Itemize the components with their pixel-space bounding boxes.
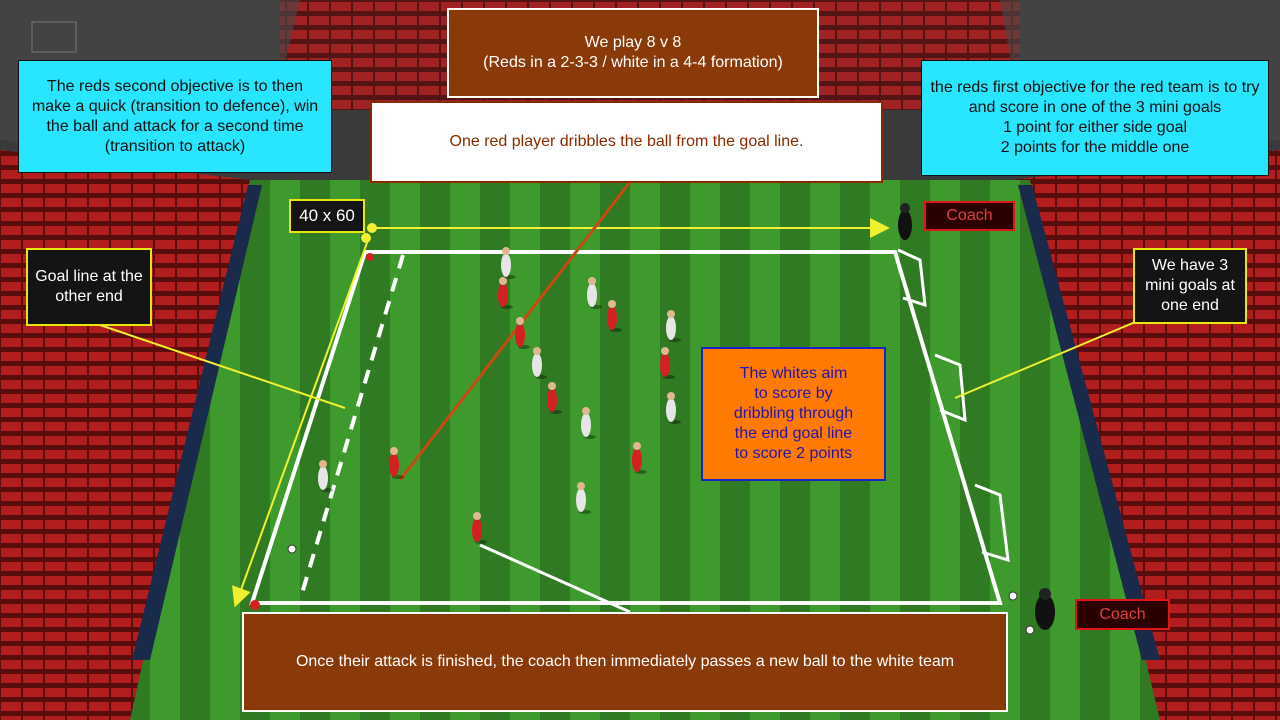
callout-pointers	[99, 181, 1141, 614]
white-player	[666, 310, 681, 342]
dimension-arrows	[232, 218, 890, 608]
red-player	[632, 442, 647, 474]
formation-callout: We play 8 v 8 (Reds in a 2-3-3 / white i…	[447, 8, 819, 98]
first-objective-callout: the reds first objective for the red tea…	[921, 60, 1269, 176]
white-player	[576, 482, 591, 514]
red-player	[472, 512, 487, 544]
whites-aim-callout: The whites aim to score by dribbling thr…	[701, 347, 886, 481]
white-player	[581, 407, 596, 439]
white-player	[587, 277, 602, 309]
mini-goals	[897, 248, 1010, 563]
red-dribble-callout: One red player dribbles the ball from th…	[370, 101, 883, 183]
red-player	[660, 347, 675, 379]
coach-top-label: Coach	[924, 201, 1015, 231]
mini-goals-callout: We have 3 mini goals at one end	[1133, 248, 1247, 324]
players-layer	[318, 247, 681, 544]
white-player	[318, 460, 333, 492]
goal-line-callout: Goal line at the other end	[26, 248, 152, 326]
balls	[250, 253, 1035, 635]
coach-bottom-label: Coach	[1075, 599, 1170, 630]
second-objective-callout: The reds second objective is to then mak…	[18, 60, 332, 173]
coach-figures	[898, 203, 1055, 630]
white-player	[501, 247, 516, 279]
formation-line-2: (Reds in a 2-3-3 / white in a 4-4 format…	[483, 54, 783, 71]
pitch-size-label: 40 x 60	[289, 199, 365, 233]
white-player	[666, 392, 681, 424]
ad-boards	[132, 185, 1160, 660]
pitch-markings	[249, 250, 1003, 605]
red-player	[547, 382, 562, 414]
new-ball-callout: Once their attack is finished, the coach…	[242, 612, 1008, 712]
red-player	[607, 300, 622, 332]
grass	[130, 180, 1160, 720]
formation-line-1: We play 8 v 8	[584, 34, 682, 51]
white-player	[532, 347, 547, 379]
red-player	[515, 317, 530, 349]
red-player	[389, 447, 404, 479]
red-player	[498, 277, 513, 309]
